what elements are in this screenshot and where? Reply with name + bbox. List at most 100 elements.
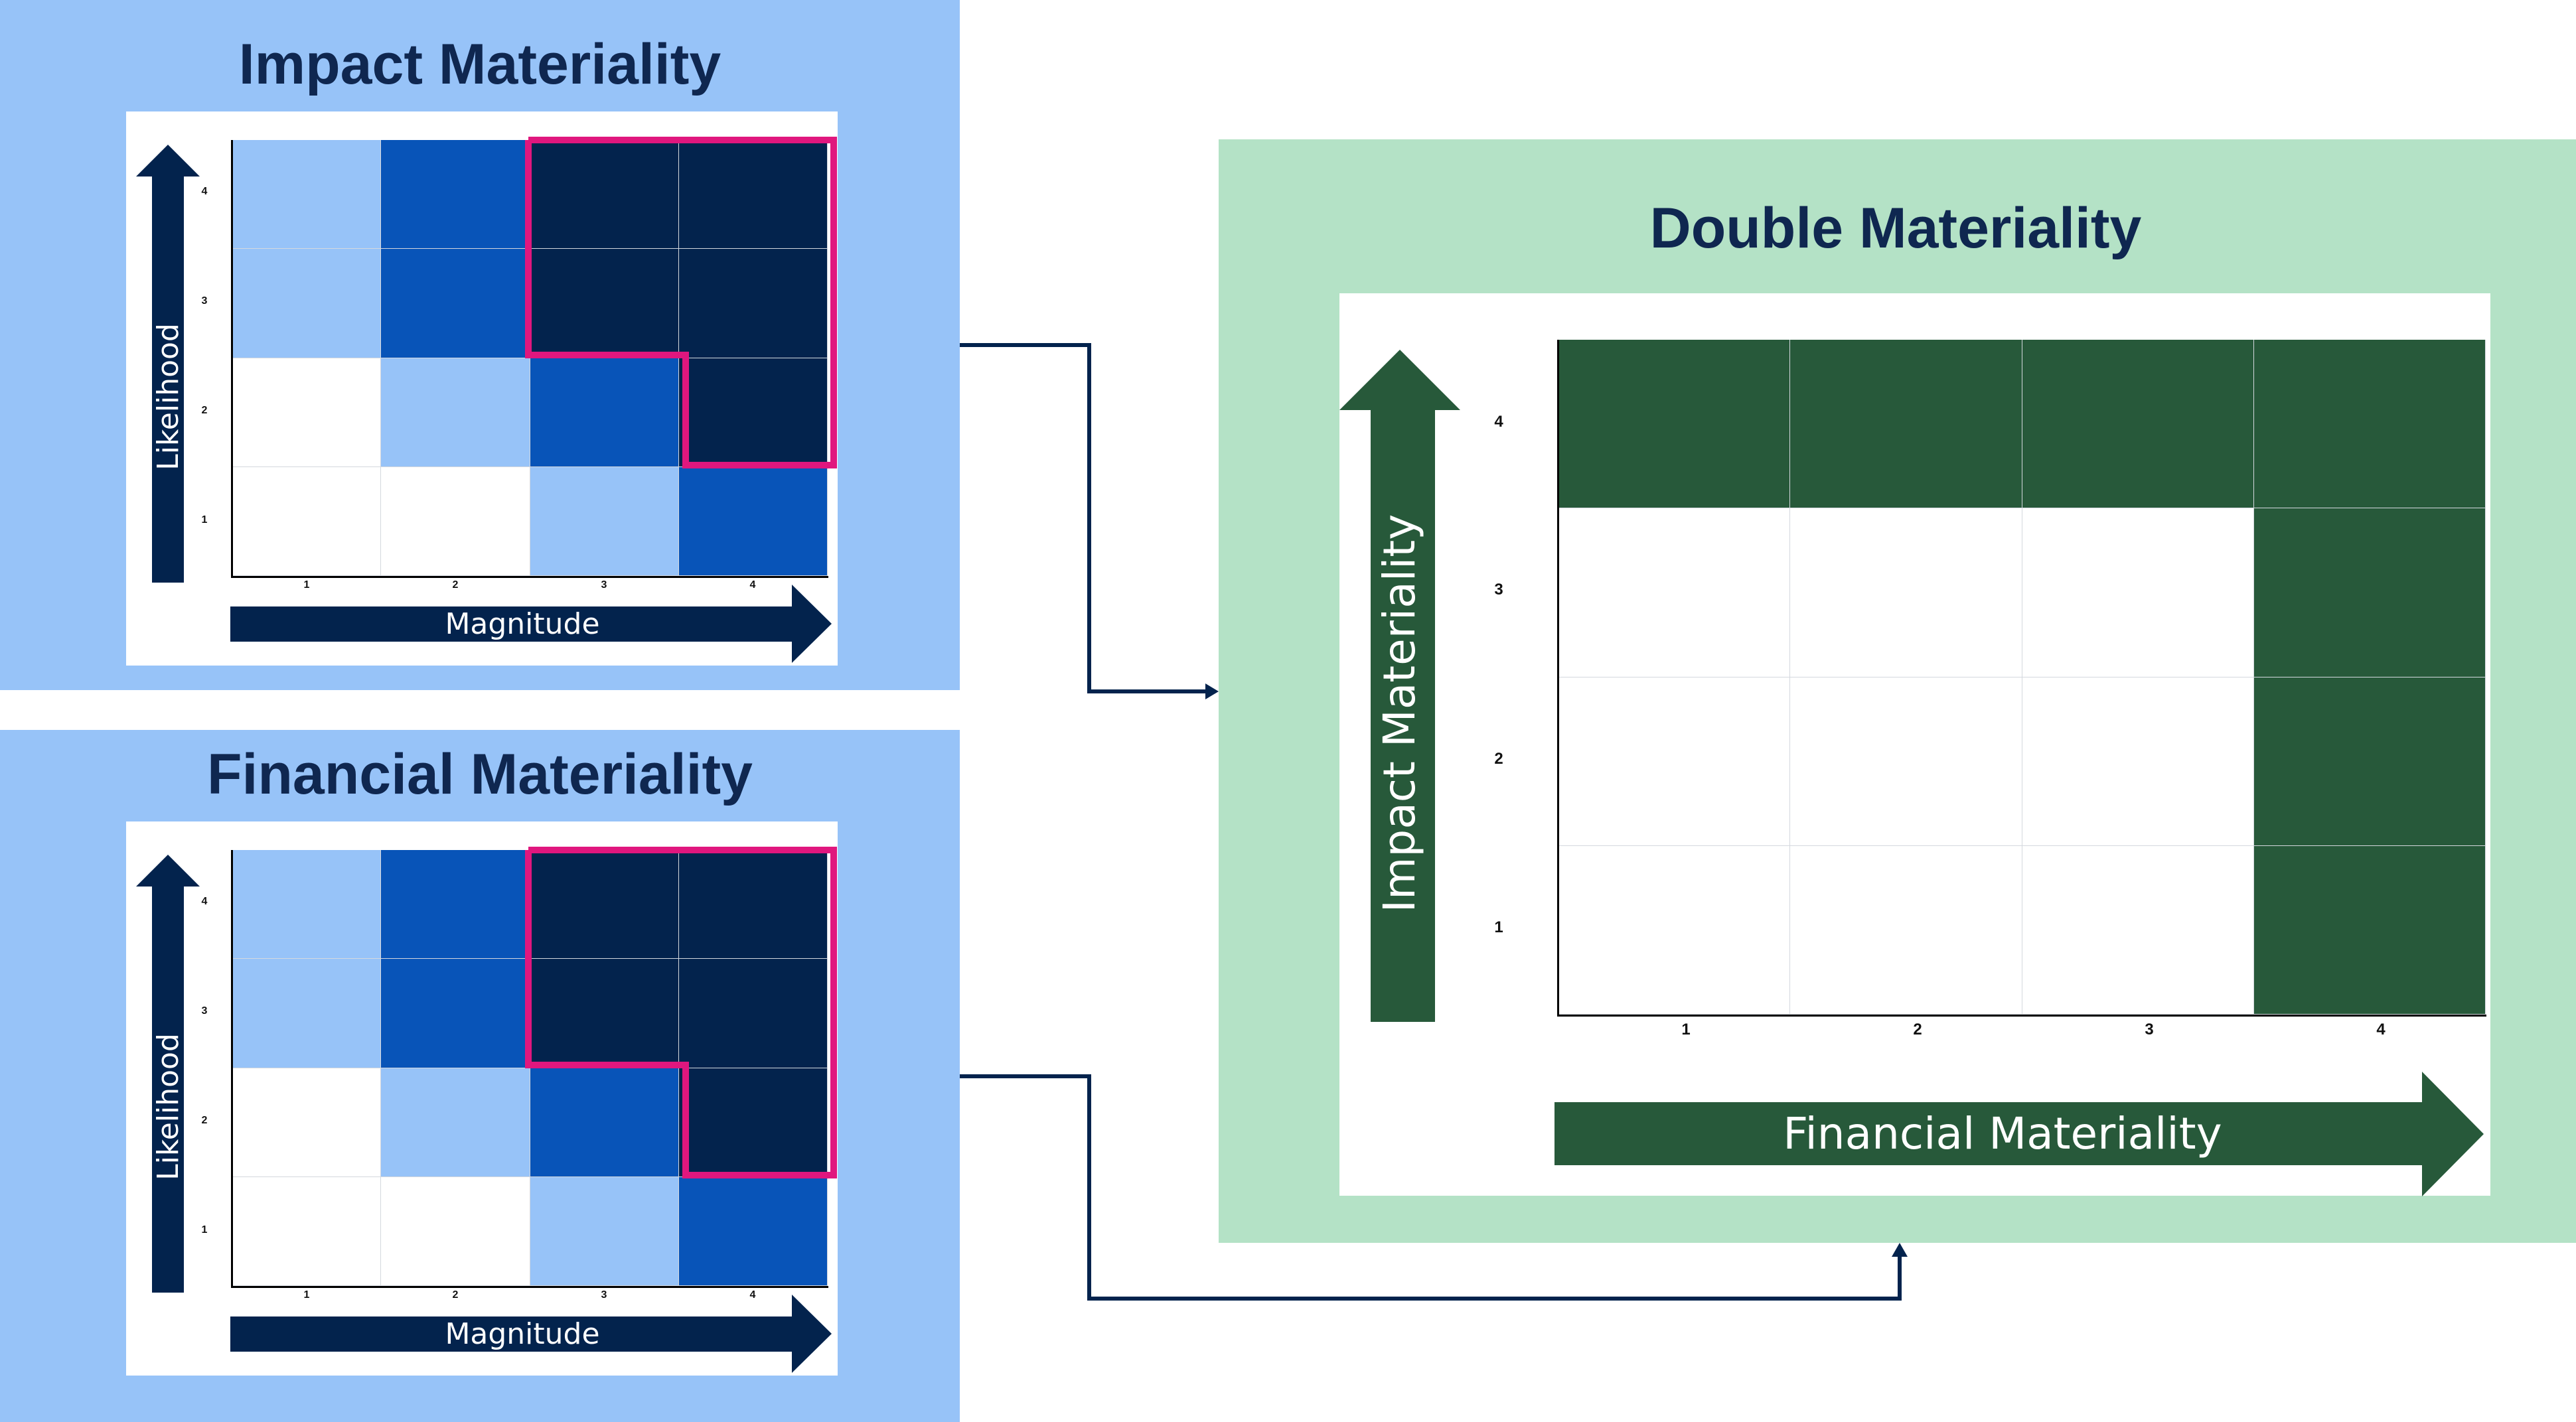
x-tick-3: 3 (2145, 1021, 2154, 1038)
matrix-cell-r2-c3 (2022, 508, 2254, 677)
x-tick-4: 4 (749, 1289, 756, 1301)
matrix-cell-r4-c2 (381, 466, 530, 576)
double-materiality-panel: Double Materiality Impact Materiality 4 … (1219, 139, 2576, 1243)
matrix-cell-r2-c4 (678, 249, 828, 358)
financial-materiality-panel: Financial Materiality Likelihood 4 3 2 1… (0, 730, 960, 1422)
matrix-cell-r1-c4 (2253, 340, 2486, 509)
matrix-cell-r3-c1 (1558, 677, 1791, 846)
impact-matrix-grid (232, 140, 828, 576)
x-tick-3: 3 (601, 1289, 607, 1301)
matrix-cell-r3-c3 (530, 1068, 679, 1177)
magnitude-arrow: Magnitude (230, 585, 832, 663)
x-tick-1: 1 (303, 579, 310, 591)
impact-to-double-connector (960, 343, 1208, 693)
impact-materiality-panel: Impact Materiality Likelihood 4 3 2 1 1 … (0, 0, 960, 690)
matrix-cell-r1-c3 (530, 140, 679, 249)
matrix-cell-r4-c2 (381, 1176, 530, 1286)
double-y-axis-line (1557, 340, 1559, 1017)
y-tick-3: 3 (1494, 581, 1503, 599)
matrix-cell-r3-c2 (381, 358, 530, 467)
financial-highlight-outline (525, 847, 837, 1178)
matrix-cell-r1-c1 (1558, 340, 1791, 509)
matrix-cell-r1-c2 (381, 850, 530, 960)
matrix-cell-r3-c1 (232, 358, 382, 467)
financial-to-double-connector (960, 1074, 1902, 1301)
matrix-cell-r2-c4 (2253, 508, 2486, 677)
matrix-cell-r4-c1 (232, 466, 382, 576)
matrix-cell-r4-c2 (1790, 845, 2022, 1015)
impact-x-axis-line (231, 576, 828, 578)
magnitude-label: Magnitude (445, 1317, 600, 1351)
matrix-cell-r2-c2 (381, 959, 530, 1068)
y-tick-4: 4 (1494, 413, 1503, 431)
y-tick-2: 2 (1494, 750, 1503, 768)
matrix-cell-r3-c4 (678, 358, 828, 467)
matrix-cell-r3-c4 (2253, 677, 2486, 846)
y-tick-4: 4 (201, 186, 208, 197)
x-tick-2: 2 (1913, 1021, 1922, 1038)
matrix-cell-r4-c4 (678, 466, 828, 576)
financial-materiality-title: Financial Materiality (206, 743, 753, 806)
x-tick-1: 1 (303, 1289, 310, 1301)
matrix-cell-r2-c3 (530, 959, 679, 1068)
x-tick-2: 2 (452, 579, 459, 591)
matrix-cell-r1-c4 (678, 140, 828, 249)
y-tick-2: 2 (201, 405, 208, 416)
matrix-cell-r4-c3 (530, 1176, 679, 1286)
double-x-axis-line (1557, 1015, 2486, 1017)
matrix-cell-r4-c4 (2253, 845, 2486, 1015)
impact-connector-arrowhead (1205, 683, 1219, 699)
y-tick-1: 1 (1494, 918, 1503, 936)
impact-materiality-title: Impact Materiality (238, 33, 721, 96)
x-tick-1: 1 (1681, 1021, 1691, 1038)
matrix-cell-r1-c3 (2022, 340, 2254, 509)
x-tick-4: 4 (2376, 1021, 2386, 1038)
financial-materiality-axis-label: Financial Materiality (1783, 1108, 2222, 1159)
x-tick-3: 3 (601, 579, 607, 591)
impact-materiality-arrow: Impact Materiality (1339, 350, 1460, 1022)
matrix-cell-r2-c1 (1558, 508, 1791, 677)
financial-x-axis-line (231, 1286, 828, 1288)
financial-materiality-arrow: Financial Materiality (1554, 1072, 2484, 1196)
magnitude-arrow: Magnitude (230, 1295, 832, 1373)
matrix-cell-r4-c1 (1558, 845, 1791, 1015)
matrix-cell-r1-c1 (232, 850, 382, 960)
matrix-cell-r1-c2 (1790, 340, 2022, 509)
financial-connector-arrowhead (1892, 1243, 1908, 1257)
impact-highlight-outline (525, 137, 837, 468)
x-tick-4: 4 (749, 579, 756, 591)
matrix-cell-r1-c1 (232, 140, 382, 249)
matrix-cell-r2-c2 (1790, 508, 2022, 677)
double-matrix-card: Impact Materiality 4 3 2 1 1 2 3 4 Finan… (1339, 293, 2490, 1196)
matrix-cell-r2-c2 (381, 249, 530, 358)
magnitude-label: Magnitude (445, 607, 600, 641)
double-matrix-grid (1558, 340, 2486, 1015)
double-materiality-title: Double Materiality (1649, 196, 2142, 260)
matrix-cell-r3-c3 (2022, 677, 2254, 846)
matrix-cell-r1-c2 (381, 140, 530, 249)
matrix-cell-r3-c1 (232, 1068, 382, 1177)
matrix-cell-r2-c3 (530, 249, 679, 358)
impact-y-axis-line (231, 140, 233, 578)
y-tick-2: 2 (201, 1115, 208, 1126)
y-tick-3: 3 (201, 1005, 208, 1017)
matrix-cell-r3-c3 (530, 358, 679, 467)
financial-y-axis-line (231, 850, 233, 1288)
y-tick-3: 3 (201, 295, 208, 307)
matrix-cell-r2-c1 (232, 249, 382, 358)
matrix-cell-r4-c1 (232, 1176, 382, 1286)
y-tick-1: 1 (201, 1224, 208, 1236)
matrix-cell-r4-c3 (2022, 845, 2254, 1015)
matrix-cell-r4-c3 (530, 466, 679, 576)
y-tick-1: 1 (201, 514, 208, 526)
matrix-cell-r2-c1 (232, 959, 382, 1068)
matrix-cell-r4-c4 (678, 1176, 828, 1286)
impact-matrix-card: Likelihood 4 3 2 1 1 2 3 4 Magnitude (126, 111, 838, 666)
likelihood-arrow: Likelihood (136, 855, 200, 1293)
financial-matrix-card: Likelihood 4 3 2 1 1 2 3 4 Magnitude (126, 821, 838, 1376)
y-tick-4: 4 (201, 896, 208, 907)
matrix-cell-r3-c4 (678, 1068, 828, 1177)
matrix-cell-r1-c3 (530, 850, 679, 960)
financial-matrix-grid (232, 850, 828, 1286)
